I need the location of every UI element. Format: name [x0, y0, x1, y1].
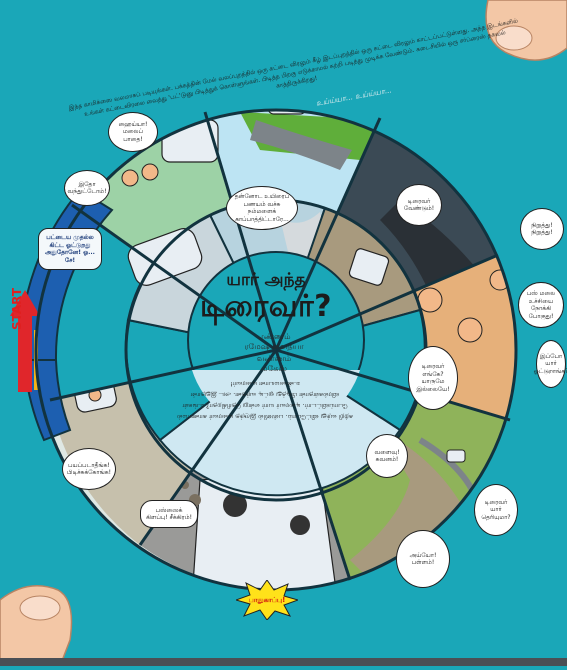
burst-shape	[236, 580, 298, 620]
speech-bubble-6: டிரைவர் எங்கே? யாருமே இல்லையே!	[408, 346, 458, 410]
bottom-strip	[0, 658, 567, 666]
speech-bubble-12: இப்போ யார் ஓட்டுறாங்க?	[534, 340, 567, 388]
start-label: START	[10, 287, 24, 330]
center-story: சுற்றி வந்து விட்டோம். பஸ்ஸில் இருந்த டி…	[177, 380, 353, 421]
burst-text: பாதுகாப்பு!	[248, 596, 286, 604]
speech-bubble-7: தன்னோட உயிரைப் பணயம் வச்சு நம்மளைக் காப்…	[226, 186, 298, 230]
speech-bubble-9: டிரைவர் வேண்டும்!	[396, 184, 442, 226]
title-line-1: யார் அந்த	[226, 270, 306, 290]
bus-top-panel	[267, 110, 307, 115]
credit-art-label: வண்ணம்	[256, 354, 292, 363]
speech-bubble-3: இதோ வந்துட்டோம்!	[64, 170, 110, 206]
speech-bubble-14: டிரைவர் யார் தெரியுமா?	[474, 484, 518, 536]
credit-story-author: ரமேஷ் வைத்யா	[244, 342, 304, 351]
speech-bubble-11: பஸ் மலை உச்சியை நோக்கி போகுது!	[518, 282, 564, 328]
thumb-icon	[485, 0, 567, 61]
start-panel-caption: பட்டைய முதல்ல கிட்ட ஓட்டுறது அதுதோனே! ஓ.…	[38, 228, 102, 270]
credit-story-label: எண்ணம்	[257, 332, 291, 341]
title-line-2: டிரைவர்?	[199, 289, 333, 324]
speech-bubble-10: நிறுத்து! நிறுத்து!	[520, 208, 564, 250]
credit-art-author: மகேஸ்	[261, 364, 287, 373]
speech-bubble-2: ஹைய்யா! மலைப் பாதை!	[108, 112, 158, 152]
speech-bubble-5: அய்யோ! பள்ளம்!	[396, 530, 450, 588]
speech-bubble-8: பயப்படாதீங்க! பிடிச்சுக்கோங்க!	[62, 448, 116, 490]
speech-bubble-4: பஸ்ஸைக் கிளப்பு! சீக்கிரம்!	[140, 500, 198, 528]
speech-bubble-13: வளைவு! கவனம்!	[366, 434, 408, 478]
panel-dividers	[49, 111, 511, 581]
page-title: யார் அந்த டிரைவர்?	[186, 270, 346, 324]
thumb-icon	[0, 585, 73, 667]
